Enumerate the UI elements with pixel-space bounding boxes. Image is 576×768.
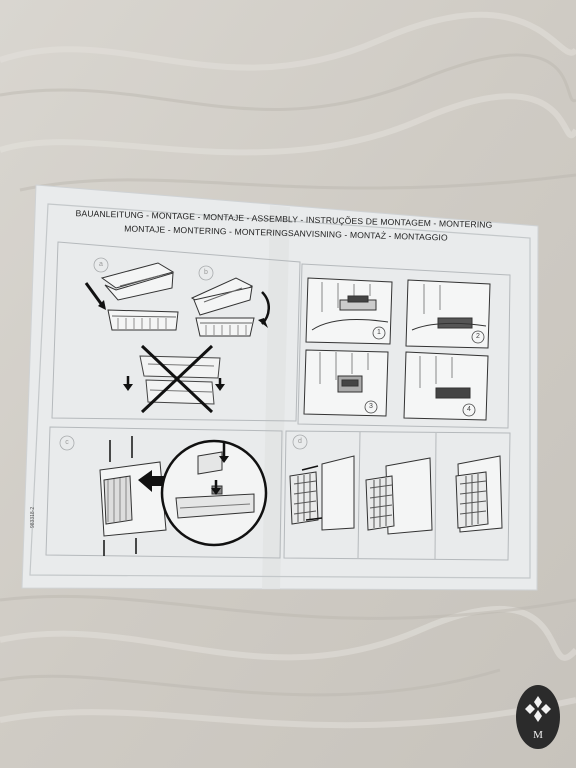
- step-2-illustration: [405, 279, 491, 349]
- step-d-illustration-3: [455, 455, 503, 533]
- step-3-illustration: [303, 349, 389, 417]
- step-number-3: 3: [369, 403, 373, 410]
- step-a-illustration: [100, 262, 179, 331]
- step-number-4: 4: [467, 406, 471, 413]
- left-arrow-icon: [138, 470, 166, 492]
- step-c-illustration: [99, 461, 167, 537]
- product-code: 983318-2: [30, 506, 36, 528]
- step-letter-c: c: [65, 439, 69, 446]
- step-b-illustration: [190, 277, 255, 337]
- diamond-leaf-logo-icon: M: [516, 685, 560, 749]
- step-d-illustration-1: [289, 455, 355, 531]
- step-letter-a: a: [99, 261, 103, 268]
- step-letter-d: d: [298, 438, 302, 445]
- logo-letter: M: [533, 729, 543, 741]
- down-arrows: [103, 436, 137, 556]
- step-number-1: 1: [377, 329, 381, 336]
- arrow-icon: [84, 282, 104, 306]
- arrow-head-icon: [258, 318, 268, 328]
- step-4-illustration: [403, 351, 489, 421]
- step-letter-b: b: [204, 269, 208, 276]
- step-number-2: 2: [476, 333, 480, 340]
- step-1-illustration: [305, 277, 393, 345]
- arrow-head-icon: [98, 300, 106, 310]
- step-d-illustration-2: [365, 457, 433, 535]
